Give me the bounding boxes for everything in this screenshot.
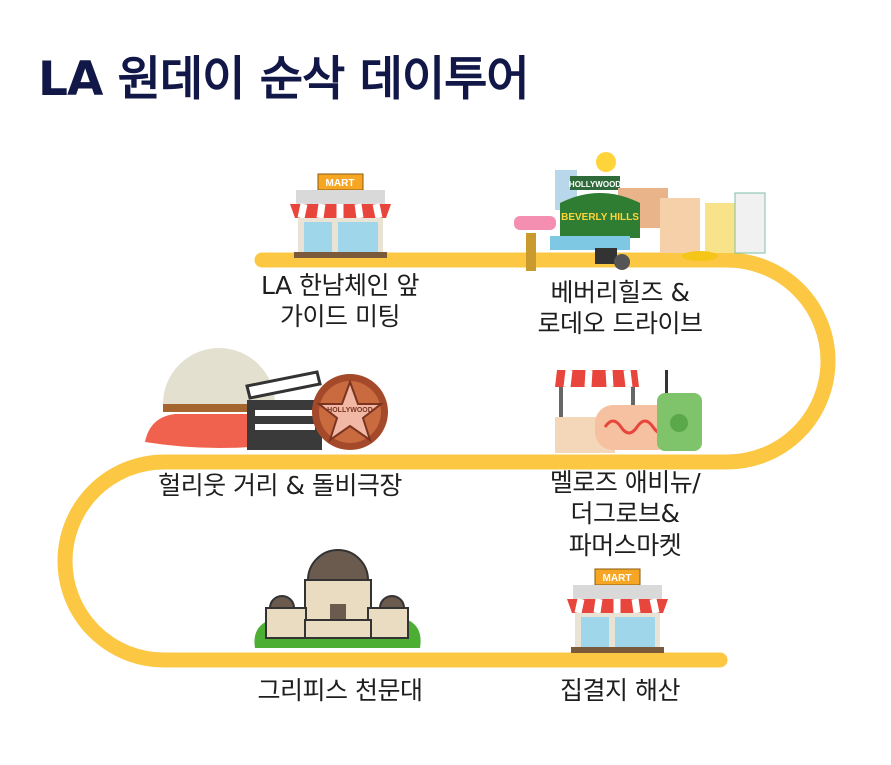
stop-label-4: 멜로즈 애비뉴/ 더그로브& 파머스마켓	[525, 467, 725, 561]
mart-sign: MART	[326, 178, 355, 189]
label-line: 그리피스 천문대	[257, 676, 423, 705]
star-text: HOLLYWOOD	[327, 407, 373, 414]
stop-label-1: LA 한남체인 앞 가이드 미팅	[240, 270, 440, 333]
stop-label-2: 베버리힐즈 & 로데오 드라이브	[510, 277, 730, 340]
mart-sign: MART	[603, 573, 632, 584]
label-line: 로데오 드라이브	[537, 309, 703, 339]
observatory-icon	[254, 549, 421, 648]
beverly-hills-sign-text: BEVERLY HILLS	[561, 212, 639, 223]
mart-icon: MART	[290, 173, 391, 258]
label-line: 헐리웃 거리 & 돌비극장	[158, 471, 402, 500]
label-line: 파머스마켓	[568, 530, 682, 560]
hollywood-star-icon: HOLLYWOOD	[145, 348, 388, 450]
stop-label-6: 집결지 해산	[520, 675, 720, 706]
mart-icon: MART	[567, 568, 668, 653]
hollywood-sign-text: HOLLYWOOD	[569, 180, 621, 189]
label-line: 가이드 미팅	[280, 302, 400, 332]
page-title: LA 원데이 순삭 데이투어	[38, 52, 530, 107]
label-line: 더그로브&	[570, 499, 681, 529]
label-line: 집결지 해산	[560, 676, 680, 705]
stop-label-3: 헐리웃 거리 & 돌비극장	[130, 470, 430, 501]
label-line: 멜로즈 애비뉴/	[549, 468, 701, 497]
label-line: LA 한남체인 앞	[261, 271, 420, 300]
label-line: 베버리힐즈 &	[550, 278, 690, 307]
beverly-hills-icon: HOLLYWOOD BEVERLY HILLS	[514, 152, 766, 271]
market-stall-icon	[555, 369, 702, 453]
stop-label-5: 그리피스 천문대	[220, 675, 460, 706]
